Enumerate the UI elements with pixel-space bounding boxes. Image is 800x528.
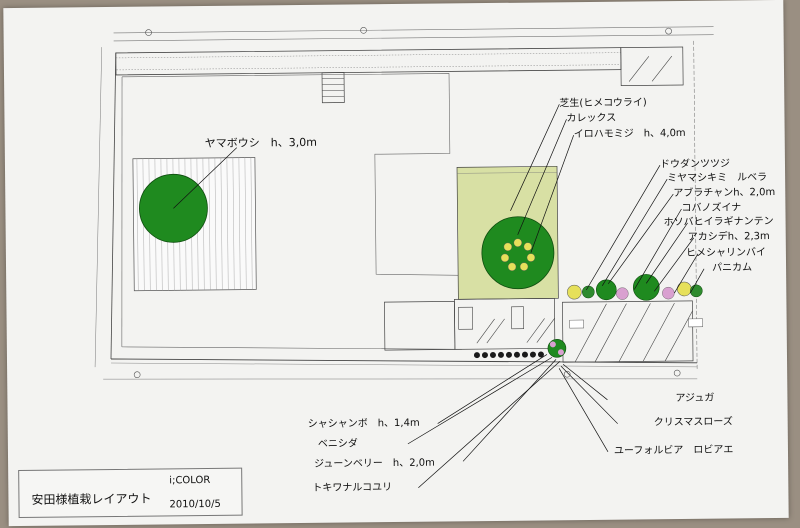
label-akashide: アカシデh、2,3m — [687, 231, 770, 243]
drawing-date: 2010/10/5 — [169, 498, 221, 511]
shrub-row — [567, 274, 703, 301]
label-irohamomiji: イロハモミジ h、4,0m — [573, 127, 686, 141]
label-shibafu: 芝生(ヒメコウライ) — [559, 97, 647, 110]
label-hosobahiiragi: ホソバヒイラギナンテン — [663, 216, 774, 229]
company-name: i;COLOR — [169, 474, 211, 487]
label-panicum: パニカム — [712, 262, 753, 274]
label-benishida: ベニシダ — [317, 438, 358, 450]
drawing-title: 安田様植栽レイアウト — [31, 491, 152, 507]
label-yamaboushi: ヤマボウシ h、3,0m — [204, 135, 317, 150]
label-himesharinbai: ヒメシャリンバイ — [685, 247, 766, 259]
momiji-tree — [481, 216, 555, 290]
label-ajuga: アジュガ — [675, 392, 715, 405]
label-tokiwanarukoyuri: トキワナルコユリ — [312, 482, 393, 494]
label-carex: カレックス — [566, 112, 617, 125]
label-miyamashikimi: ミヤマシキミ ルベラ — [667, 172, 768, 185]
label-abelia: アブラチャンh、2,0m — [673, 187, 776, 200]
label-christmasrose: クリスマスローズ — [653, 416, 733, 429]
title-block: 安田様植栽レイアウト i;COLOR 2010/10/5 — [18, 467, 243, 518]
site-plan-drawing — [94, 26, 714, 489]
label-euphorbia: ユーフォルビア ロビアエ — [613, 444, 734, 457]
drawing-sheet: ヤマボウシ h、3,0m 芝生(ヒメコウライ) カレックス イロハモミジ h、4… — [3, 0, 789, 527]
label-shashanbo: シャシャンボ h、1,4m — [307, 417, 420, 430]
label-kohanozuina: コバノズイナ — [681, 202, 742, 215]
label-dodantsutsuji: ドウダンツツジ — [659, 158, 731, 171]
label-juneberry: ジューンベリー h、2,0m — [314, 457, 435, 470]
